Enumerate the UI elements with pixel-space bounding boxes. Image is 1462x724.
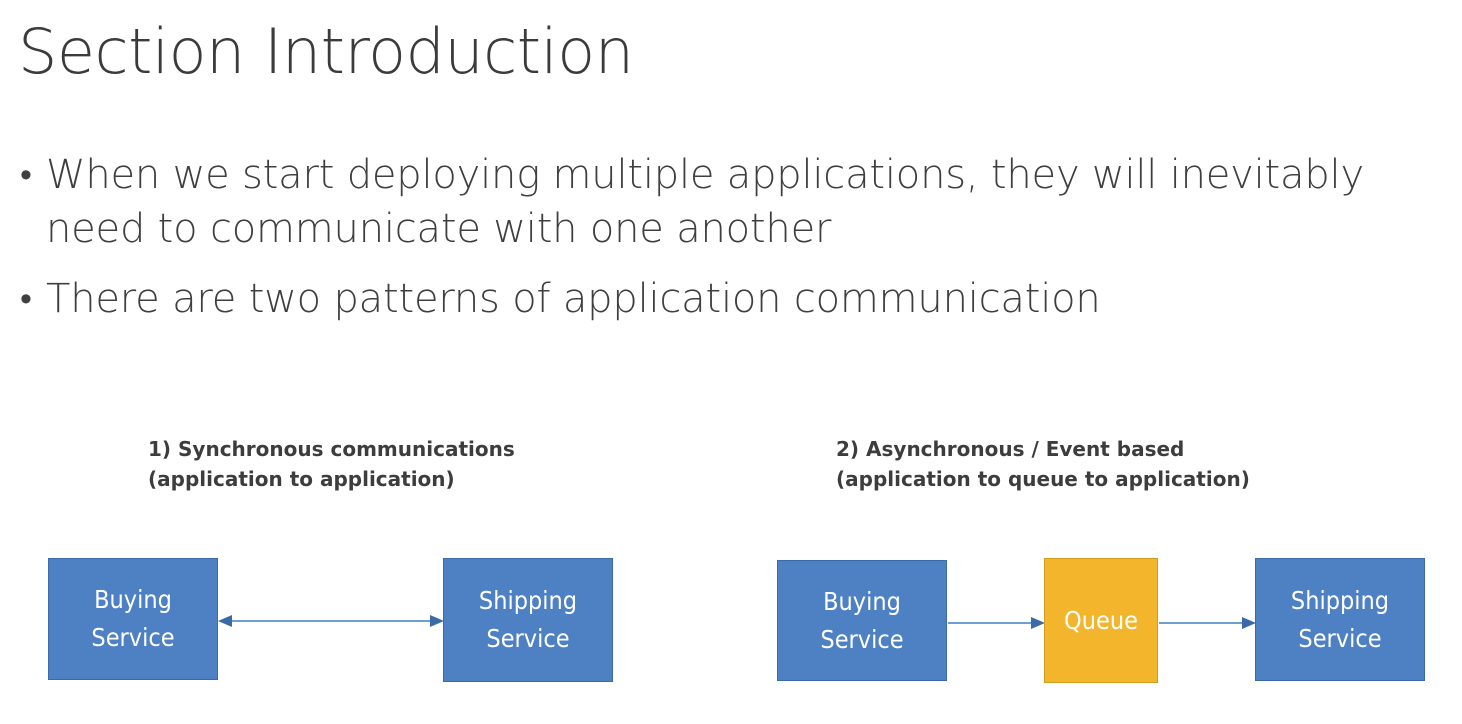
page-title: Section Introduction: [18, 15, 634, 88]
bullet-marker-icon: •: [20, 280, 32, 318]
node-queue: Queue: [1044, 558, 1158, 683]
node-shipping-service-async: Shipping Service: [1255, 558, 1425, 681]
pattern-heading-synchronous: 1) Synchronous communications (applicati…: [148, 437, 515, 491]
connector-queue-to-shipping: [1157, 610, 1257, 636]
node-shipping-service-sync: Shipping Service: [443, 558, 613, 682]
bullet-marker-icon: •: [20, 156, 32, 194]
bullet-text: When we start deploying multiple applica…: [46, 152, 1364, 252]
node-buying-service-sync: Buying Service: [48, 558, 218, 680]
bullet-text: There are two patterns of application co…: [46, 276, 1101, 322]
node-buying-service-async: Buying Service: [777, 560, 947, 681]
list-item: • There are two patterns of application …: [16, 272, 1436, 326]
bullet-list: • When we start deploying multiple appli…: [16, 148, 1436, 342]
pattern-heading-asynchronous: 2) Asynchronous / Event based (applicati…: [836, 437, 1250, 491]
connector-bidirectional-sync: [216, 608, 446, 634]
list-item: • When we start deploying multiple appli…: [16, 148, 1436, 256]
connector-buying-to-queue: [946, 610, 1046, 636]
